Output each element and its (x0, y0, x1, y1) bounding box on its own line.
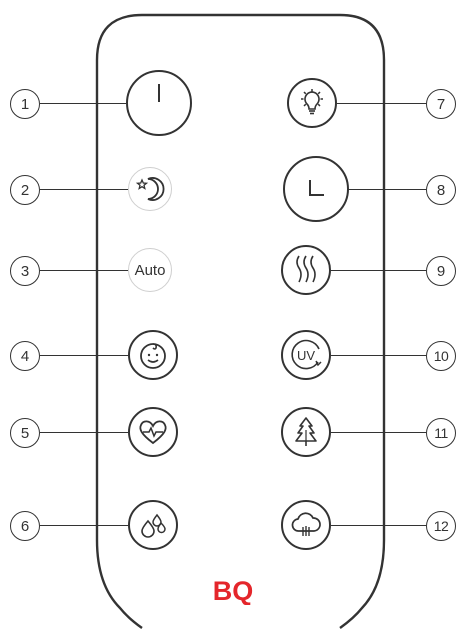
humidity-button[interactable] (128, 500, 178, 550)
sleep-mode-button[interactable] (128, 167, 172, 211)
uv-icon: UV (291, 339, 322, 370)
tree-icon (295, 417, 317, 446)
callout-leader-line (40, 355, 128, 356)
heating-button[interactable] (281, 245, 331, 295)
callout-leader-line (40, 432, 128, 433)
callout-leader-line (337, 103, 426, 104)
svg-text:BQ: BQ (213, 576, 254, 605)
callout-4: 4 (10, 341, 40, 371)
svg-text:UV: UV (297, 348, 315, 363)
callout-12: 12 (426, 511, 456, 541)
callout-1: 1 (10, 89, 40, 119)
rain-mode-button[interactable] (281, 500, 331, 550)
power-icon (158, 84, 160, 102)
moon-star-icon (135, 177, 165, 201)
callout-7: 7 (426, 89, 456, 119)
light-bulb-icon (301, 89, 323, 115)
baby-mode-button[interactable] (128, 330, 178, 380)
callout-leader-line (331, 355, 426, 356)
health-mode-button[interactable] (128, 407, 178, 457)
callout-2: 2 (10, 175, 40, 205)
callout-6: 6 (10, 511, 40, 541)
brand-logo: BQ (213, 576, 254, 605)
callout-leader-line (331, 525, 426, 526)
light-button[interactable] (287, 78, 337, 128)
auto-mode-button[interactable]: Auto (128, 248, 172, 292)
callout-5: 5 (10, 418, 40, 448)
power-button[interactable] (126, 70, 192, 136)
callout-9: 9 (426, 256, 456, 286)
callout-leader-line (348, 189, 426, 190)
heart-pulse-icon (139, 420, 167, 445)
clock-icon (309, 180, 324, 196)
timer-button[interactable] (283, 156, 349, 222)
baby-face-icon (140, 343, 166, 369)
auto-label: Auto (134, 261, 166, 279)
callout-leader-line (40, 525, 128, 526)
callout-11: 11 (426, 418, 456, 448)
callout-leader-line (40, 189, 128, 190)
callout-3: 3 (10, 256, 40, 286)
forest-mode-button[interactable] (281, 407, 331, 457)
callout-leader-line (331, 432, 426, 433)
water-drops-icon (141, 513, 166, 538)
callout-leader-line (40, 103, 126, 104)
cloud-rain-icon (291, 512, 321, 536)
callout-leader-line (331, 270, 426, 271)
callout-8: 8 (426, 175, 456, 205)
uv-button[interactable]: UV (281, 330, 331, 380)
callout-leader-line (40, 270, 128, 271)
heat-waves-icon (296, 255, 316, 283)
callout-10: 10 (426, 341, 456, 371)
